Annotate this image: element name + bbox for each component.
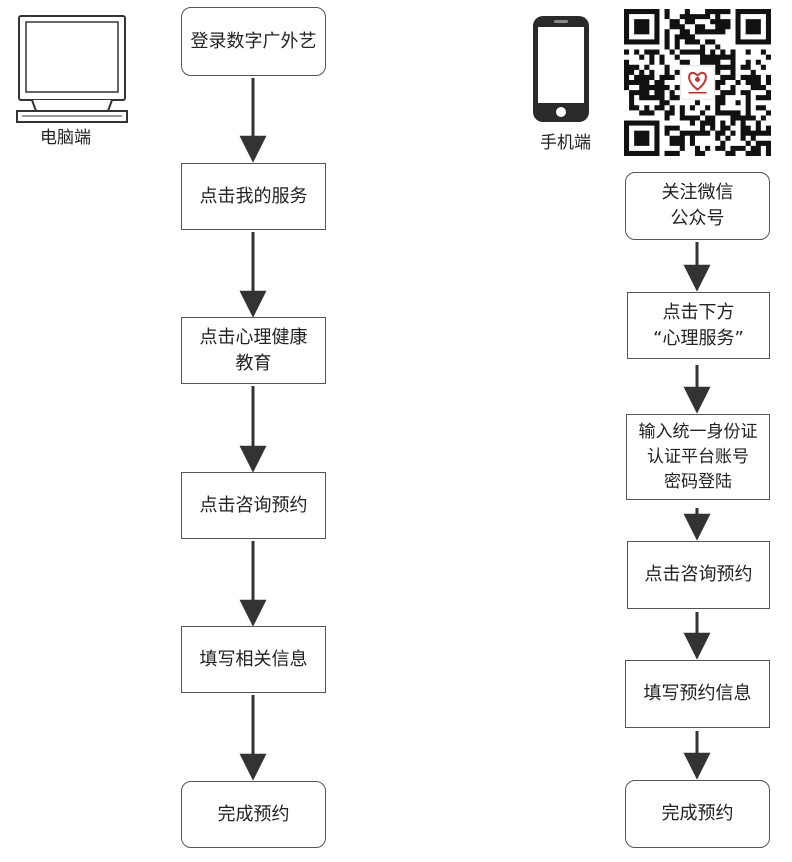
- desktop-computer-icon: [16, 15, 128, 123]
- mobile-step-mental-service: 点击下方 “心理服务”: [627, 292, 770, 359]
- mobile-label: 手机端: [540, 133, 591, 153]
- mobile-step-login: 输入统一身份证 认证平台账号 密码登陆: [626, 414, 770, 500]
- heart-logo-icon: [680, 65, 715, 100]
- mobile-step-complete: 完成预约: [625, 780, 770, 848]
- qr-finder-top-right: [735, 9, 771, 45]
- desktop-step-mental-health: 点击心理健康 教育: [181, 317, 326, 384]
- qr-finder-bottom-left: [624, 120, 660, 156]
- mobile-phone-icon: [533, 16, 589, 122]
- qr-modules: [624, 9, 771, 156]
- desktop-step-my-services: 点击我的服务: [181, 163, 326, 230]
- qr-code-icon: [624, 9, 771, 156]
- desktop-step-consult-booking: 点击咨询预约: [181, 472, 326, 539]
- desktop-step-fill-info: 填写相关信息: [181, 626, 326, 693]
- desktop-step-complete: 完成预约: [181, 781, 326, 848]
- desktop-label: 电脑端: [40, 128, 91, 148]
- mobile-step-consult-booking: 点击咨询预约: [627, 541, 770, 609]
- mobile-step-fill-info: 填写预约信息: [625, 660, 770, 728]
- qr-finder-top-left: [624, 9, 660, 45]
- mobile-step-follow-wechat: 关注微信 公众号: [625, 172, 770, 240]
- desktop-step-login: 登录数字广外艺: [181, 7, 326, 76]
